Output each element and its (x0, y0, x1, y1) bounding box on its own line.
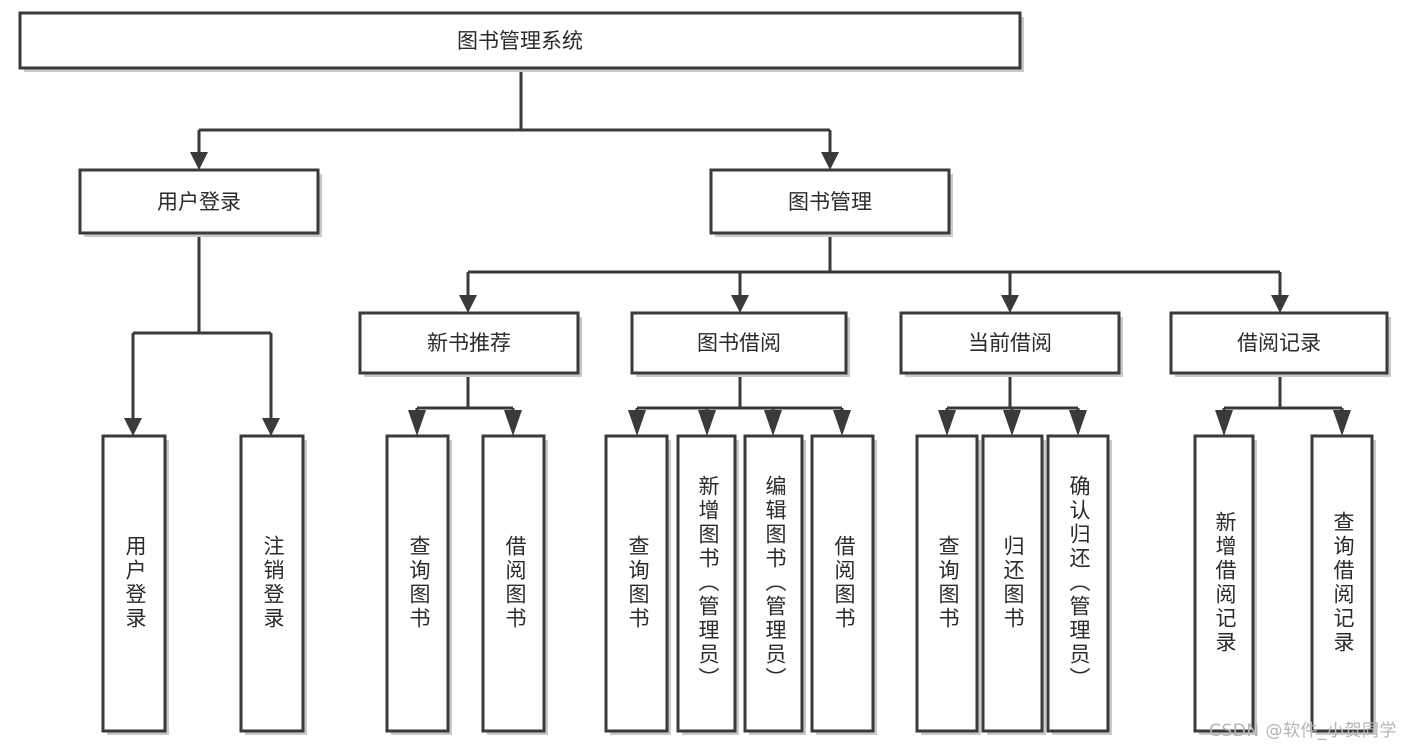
node-leaf-query-record[interactable]: 查询借阅记录 (1310, 434, 1376, 735)
node-book-management-box (709, 168, 951, 235)
arrow-to-leaf-return-book (1003, 410, 1021, 436)
arrow-to-leaf-add-record (1215, 410, 1233, 436)
node-leaf-query-book-1-box (385, 434, 450, 733)
node-leaf-add-record[interactable]: 新增借阅记录 (1193, 434, 1257, 735)
node-leaf-logout[interactable]: 注销登录 (239, 434, 307, 735)
arrow-to-user-login (190, 152, 208, 170)
node-leaf-query-book-2-box (604, 434, 669, 733)
arrow-to-leaf-query-book-2 (628, 410, 646, 436)
node-leaf-query-book-1[interactable]: 查询图书 (385, 434, 452, 735)
node-leaf-add-book[interactable]: 新增图书（管理员） (676, 434, 739, 735)
node-leaf-add-book-box (676, 434, 737, 733)
node-leaf-query-book-2[interactable]: 查询图书 (604, 434, 671, 735)
node-leaf-user-login-box (101, 434, 167, 733)
node-leaf-return-book-box (981, 434, 1044, 733)
arrow-to-leaf-add-book (698, 410, 716, 436)
node-book-management-label: 图书管理 (788, 190, 872, 214)
node-root[interactable]: 图书管理系统 (18, 11, 1024, 72)
node-leaf-add-record-label: 新增借阅记录 (1213, 511, 1237, 655)
arrow-to-book-borrow (731, 295, 749, 313)
node-current-borrow-label: 当前借阅 (968, 331, 1052, 355)
arrow-to-leaf-edit-book (764, 410, 782, 436)
node-leaf-borrow-book-1[interactable]: 借阅图书 (481, 434, 548, 735)
arrow-to-leaf-confirm-return (1069, 410, 1087, 436)
connector-book-borrow-bus (635, 375, 844, 418)
node-leaf-borrow-book-1-label: 借阅图书 (503, 535, 527, 631)
node-user-login-box (78, 168, 320, 235)
node-leaf-edit-book-box (743, 434, 804, 733)
arrow-to-book-management (821, 152, 839, 170)
connector-layer (124, 68, 1351, 436)
node-root-box (18, 11, 1022, 70)
node-leaf-query-book-2-label: 查询图书 (626, 535, 650, 631)
node-new-book-recommend-label: 新书推荐 (427, 331, 511, 355)
node-book-borrow-label: 图书借阅 (697, 331, 781, 355)
connector-borrow-record-bus (1222, 375, 1344, 418)
node-borrow-record[interactable]: 借阅记录 (1169, 311, 1391, 377)
node-leaf-user-login-label: 用户登录 (123, 535, 147, 631)
node-borrow-record-box (1169, 311, 1389, 375)
arrow-to-current-borrow (1001, 295, 1019, 313)
arrow-to-leaf-borrow-book-1 (504, 410, 522, 436)
arrow-to-borrow-record (1271, 295, 1289, 313)
node-leaf-logout-label: 注销登录 (261, 535, 285, 631)
node-borrow-record-label: 借阅记录 (1237, 331, 1321, 355)
arrow-to-leaf-query-book-1 (408, 410, 426, 436)
node-leaf-borrow-book-2-label: 借阅图书 (832, 535, 856, 631)
node-leaf-logout-box (239, 434, 305, 733)
connector-book-management-bus (466, 233, 1282, 295)
node-leaf-confirm-return-box (1046, 434, 1110, 733)
node-leaf-borrow-book-2[interactable]: 借阅图书 (810, 434, 877, 735)
node-leaf-borrow-book-1-box (481, 434, 546, 733)
node-leaf-confirm-return-label: 确认归还（管理员） (1067, 475, 1091, 691)
arrow-to-leaf-query-record (1333, 410, 1351, 436)
node-book-borrow-box (630, 311, 848, 375)
connector-user-login-bus (131, 233, 273, 418)
csdn-watermark: CSDN @软件_小贺同学 (1209, 721, 1397, 741)
node-new-book-recommend[interactable]: 新书推荐 (358, 311, 582, 377)
node-leaf-return-book-label: 归还图书 (1001, 535, 1025, 631)
node-leaf-confirm-return[interactable]: 确认归还（管理员） (1046, 434, 1112, 735)
node-leaf-edit-book-label: 编辑图书（管理员） (763, 475, 787, 691)
node-current-borrow[interactable]: 当前借阅 (899, 311, 1123, 377)
node-user-login-label: 用户登录 (157, 190, 241, 214)
node-leaf-query-book-3-label: 查询图书 (936, 535, 960, 631)
connector-new-book-recommend-bus (415, 375, 515, 418)
arrow-to-leaf-logout (262, 418, 280, 436)
node-leaf-query-record-box (1310, 434, 1374, 733)
node-leaf-return-book[interactable]: 归还图书 (981, 434, 1046, 735)
arrow-to-leaf-user-login (124, 418, 142, 436)
node-leaf-query-book-1-label: 查询图书 (407, 535, 431, 631)
node-book-management[interactable]: 图书管理 (709, 168, 953, 237)
arrow-to-leaf-query-book-3 (938, 410, 956, 436)
node-root-label: 图书管理系统 (457, 29, 583, 53)
node-leaf-add-book-label: 新增图书（管理员） (696, 475, 720, 691)
node-leaf-borrow-book-2-box (810, 434, 875, 733)
node-book-borrow[interactable]: 图书借阅 (630, 311, 850, 377)
node-leaf-query-book-3-box (915, 434, 979, 733)
connector-root-bus (197, 68, 830, 152)
node-leaf-query-record-label: 查询借阅记录 (1331, 511, 1355, 655)
node-leaf-query-book-3[interactable]: 查询图书 (915, 434, 981, 735)
node-leaf-edit-book[interactable]: 编辑图书（管理员） (743, 434, 806, 735)
node-new-book-recommend-box (358, 311, 580, 375)
arrow-to-new-book-recommend (459, 295, 477, 313)
node-leaf-user-login[interactable]: 用户登录 (101, 434, 169, 735)
node-leaf-add-record-box (1193, 434, 1255, 733)
node-user-login[interactable]: 用户登录 (78, 168, 322, 237)
node-current-borrow-box (899, 311, 1121, 375)
arrow-to-leaf-borrow-book-2 (833, 410, 851, 436)
